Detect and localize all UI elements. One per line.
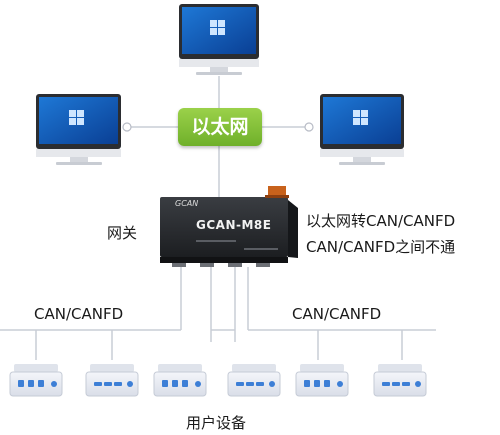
can-links [0, 267, 436, 360]
user-device-icon [9, 364, 63, 397]
user-device-icon [227, 364, 281, 397]
gateway-description-line-1: 以太网转CAN/CANFD [306, 212, 456, 230]
link-nodes [122, 122, 314, 132]
gateway-brand: GCAN [175, 199, 199, 208]
user-devices [9, 364, 427, 397]
gateway-device [160, 186, 298, 267]
user-device-icon [373, 364, 427, 397]
windows-logo-icon [210, 20, 225, 35]
computer-left [36, 94, 121, 165]
windows-logo-icon [69, 110, 84, 125]
user-device-icon [153, 364, 207, 397]
computer-right [320, 94, 404, 165]
ethernet-links [126, 76, 310, 200]
ethernet-badge: 以太网 [178, 108, 262, 146]
computer-top [179, 4, 259, 75]
user-device-icon [85, 364, 139, 397]
bus-label-left: CAN/CANFD [34, 305, 124, 323]
gateway-label: 网关 [107, 224, 138, 242]
user-device-icon [295, 364, 349, 397]
devices-label: 用户设备 [186, 414, 247, 432]
link-node-left [122, 122, 132, 132]
gateway-model: GCAN-M8E [196, 218, 272, 232]
gateway-description-line-2: CAN/CANFD之间不通 [306, 238, 456, 256]
windows-logo-icon [353, 110, 368, 125]
link-node-right [304, 122, 314, 132]
bus-label-right: CAN/CANFD [292, 305, 382, 323]
